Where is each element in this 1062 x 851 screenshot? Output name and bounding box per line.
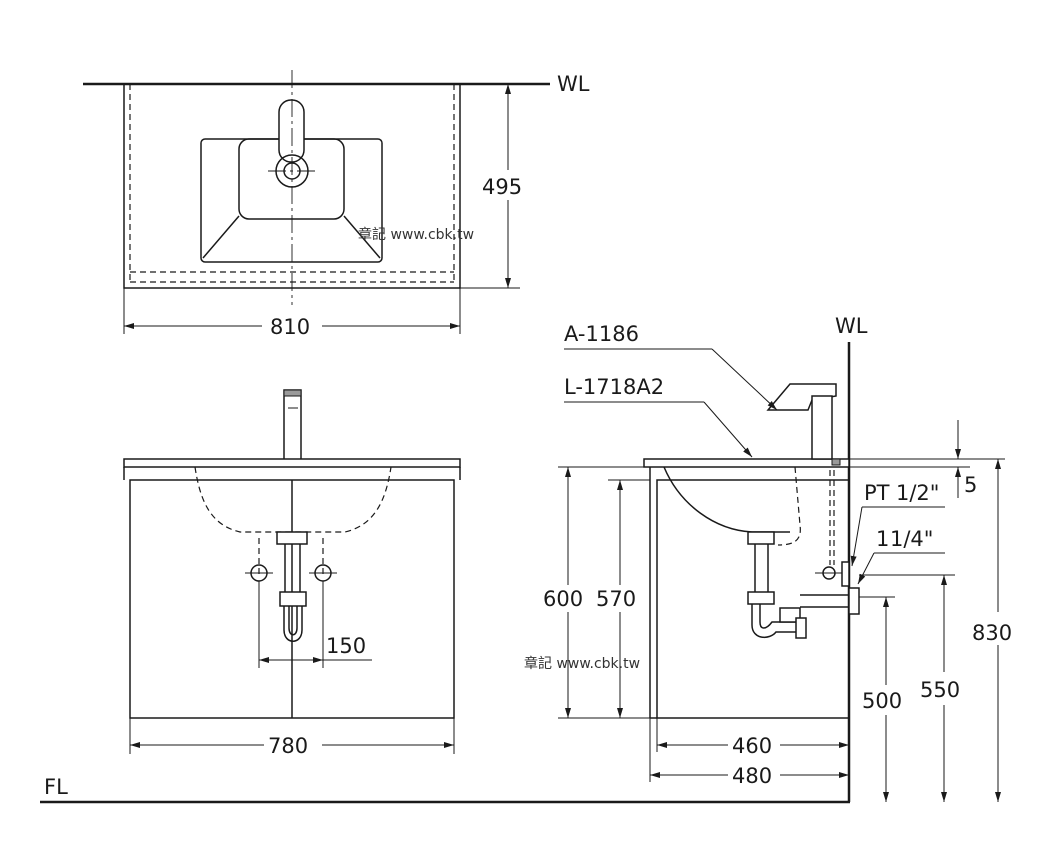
fl-label: FL — [44, 775, 68, 799]
dim-depth-480: 480 — [732, 764, 772, 788]
watermark-top: 章記 www.cbk.tw — [358, 226, 474, 243]
dim-cabinet-600: 600 — [543, 587, 583, 611]
basin-model-label: L-1718A2 — [564, 375, 664, 399]
wl-label-top: WL — [557, 72, 590, 96]
pt-frac-label: 1/2" — [896, 481, 939, 505]
pt-thread-label: PT — [864, 481, 890, 505]
dim-rim-offset: 5 — [964, 473, 977, 497]
dim-drain-height: 550 — [920, 678, 960, 702]
faucet-model-label: A-1186 — [564, 322, 639, 346]
faucet-front — [283, 389, 302, 461]
drain-int-label: 1 — [876, 527, 889, 551]
dim-front-width: 780 — [268, 734, 308, 758]
front-view: 150 780 — [123, 389, 461, 758]
dim-top-depth: 495 — [482, 175, 522, 199]
countertop-front — [123, 458, 461, 468]
dim-cabinet-570: 570 — [596, 587, 636, 611]
countertop-side — [643, 458, 850, 468]
dim-depth-460: 460 — [732, 734, 772, 758]
dim-supply-spacing: 150 — [326, 634, 366, 658]
side-view: WL 600 — [524, 314, 1012, 802]
top-view: WL 495 810 章記 www.cbk.tw — [83, 70, 590, 339]
faucet-top-view — [278, 99, 305, 163]
dim-top-width: 810 — [270, 315, 310, 339]
drain-frac-label: 1/4" — [890, 527, 933, 551]
watermark-bottom: 章記 www.cbk.tw — [524, 655, 640, 672]
dim-supply-height: 500 — [862, 689, 902, 713]
wl-label-side: WL — [835, 314, 868, 338]
dim-total-height: 830 — [972, 621, 1012, 645]
